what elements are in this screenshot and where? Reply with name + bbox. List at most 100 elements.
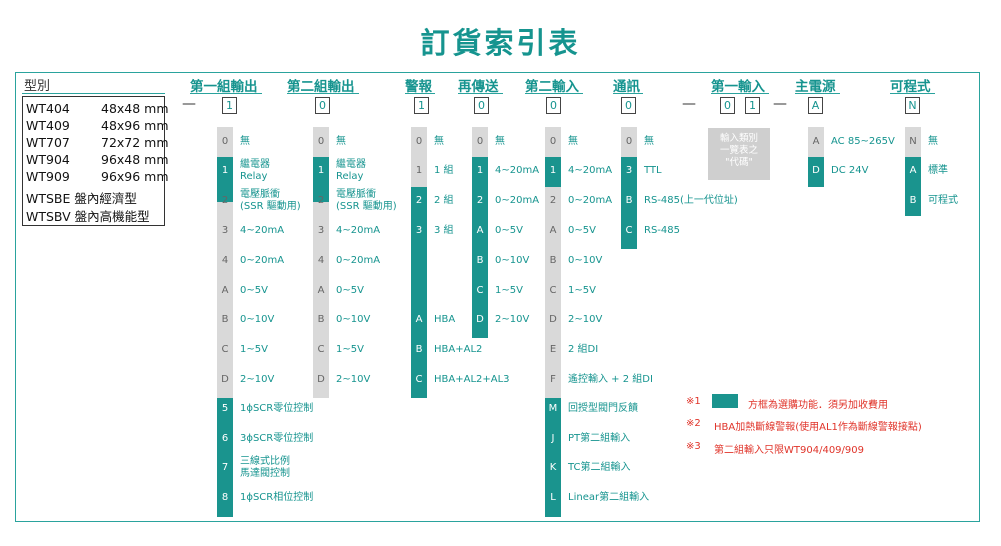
code-box-output-2: 0	[315, 97, 330, 114]
option-code: B	[549, 255, 557, 266]
option-label: 無	[336, 136, 346, 147]
separator-dash: —	[182, 96, 196, 112]
option-label: 0~20mA	[336, 255, 381, 266]
option-label: 0~20mA	[495, 195, 540, 206]
option-bar-teal	[472, 157, 488, 338]
option-code: 1	[415, 165, 423, 176]
option-label: 2~10V	[336, 374, 371, 385]
option-code: 3	[221, 225, 229, 236]
note-text: HBA加熱斷線警報(使用AL1作為斷線警報接點)	[714, 422, 922, 433]
option-label: 0~10V	[568, 255, 603, 266]
note-text: 第二組輸入只限WT904/409/909	[714, 445, 864, 456]
option-code: 1	[221, 165, 229, 176]
header-input-1: 第一輸入	[711, 79, 765, 95]
option-label: 4~20mA	[568, 165, 613, 176]
code-box-output-1: 1	[222, 97, 237, 114]
option-code: 2	[476, 195, 484, 206]
option-label: 三線式比例 馬達閥控制	[240, 456, 290, 479]
option-code: 3	[317, 225, 325, 236]
option-bar-grey	[217, 127, 233, 157]
option-label: 2~10V	[495, 314, 530, 325]
option-bar-grey	[472, 127, 488, 157]
option-code: B	[221, 314, 229, 325]
option-code: 0	[549, 136, 557, 147]
option-code: 3	[625, 165, 633, 176]
option-code: C	[221, 344, 229, 355]
option-label: 1~5V	[336, 344, 364, 355]
code-box-programmable: N	[905, 97, 920, 114]
code-box-retransmission: 0	[474, 97, 489, 114]
option-code: B	[415, 344, 423, 355]
note-mark: ※1	[686, 396, 701, 407]
option-label: 1ϕSCR相位控制	[240, 492, 314, 503]
option-bar-grey	[905, 127, 921, 157]
option-label: 1~5V	[240, 344, 268, 355]
code-box-power: A	[808, 97, 823, 114]
option-label: HBA+AL2+AL3	[434, 374, 510, 385]
option-bar-teal	[217, 398, 233, 517]
option-bar-teal	[217, 157, 233, 202]
option-label: HBA+AL2	[434, 344, 483, 355]
option-code: 1	[317, 165, 325, 176]
option-label: 0~5V	[568, 225, 596, 236]
option-label: 無	[240, 136, 250, 147]
option-code: J	[551, 433, 555, 444]
option-code: A	[812, 136, 820, 147]
option-bar-grey	[411, 127, 427, 157]
option-label: 3ϕSCR零位控制	[240, 433, 314, 444]
option-label: 0~10V	[240, 314, 275, 325]
header-alarm: 警報	[405, 79, 432, 95]
header-output-2: 第二組輸出	[287, 79, 355, 95]
option-code: A	[415, 314, 423, 325]
option-label: 電壓脈衝 (SSR 驅動用)	[240, 189, 301, 212]
option-code: F	[550, 374, 556, 385]
option-bar-grey	[808, 127, 824, 157]
option-code: M	[548, 403, 558, 414]
option-code: C	[317, 344, 325, 355]
option-code: 2	[317, 195, 325, 206]
order-table-frame	[15, 72, 980, 522]
option-code: 0	[317, 136, 325, 147]
option-bar-teal	[905, 157, 921, 216]
option-label: 無	[568, 136, 578, 147]
option-code: 6	[221, 433, 229, 444]
option-code: D	[317, 374, 325, 385]
option-code: 3	[415, 225, 423, 236]
option-code: D	[549, 314, 557, 325]
option-label: 4~20mA	[495, 165, 540, 176]
option-code: L	[550, 492, 556, 503]
option-label: 1 組	[434, 165, 454, 176]
option-code: 8	[221, 492, 229, 503]
option-bar-teal	[313, 157, 329, 202]
header-retransmission: 再傳送	[458, 79, 499, 95]
header-underline	[613, 93, 643, 94]
option-code: A	[549, 225, 557, 236]
option-label: 1~5V	[495, 285, 523, 296]
option-label: 4~20mA	[240, 225, 285, 236]
option-code: 5	[221, 403, 229, 414]
header-underline	[22, 93, 165, 94]
option-code: B	[476, 255, 484, 266]
header-underline	[795, 93, 840, 94]
option-code: C	[415, 374, 423, 385]
option-code: 0	[625, 136, 633, 147]
option-label: 2 組	[434, 195, 454, 206]
header-underline	[890, 93, 935, 94]
option-label: 標準	[928, 165, 948, 176]
option-label: 遙控輸入 + 2 組DI	[568, 374, 653, 385]
option-label: 0~5V	[336, 285, 364, 296]
option-code: K	[549, 462, 557, 473]
note-mark: ※2	[686, 418, 701, 429]
option-label: RS-485	[644, 225, 680, 236]
header-communication: 通訊	[613, 79, 640, 95]
option-label: 3 組	[434, 225, 454, 236]
header-programmable: 可程式	[890, 79, 931, 95]
optional-feature-swatch	[712, 394, 738, 408]
option-label: 無	[928, 136, 938, 147]
option-label: 無	[495, 136, 505, 147]
option-bar-grey	[313, 202, 329, 398]
page-title: 訂貨索引表	[420, 26, 581, 60]
header-underline	[525, 93, 583, 94]
option-label: 無	[644, 136, 654, 147]
